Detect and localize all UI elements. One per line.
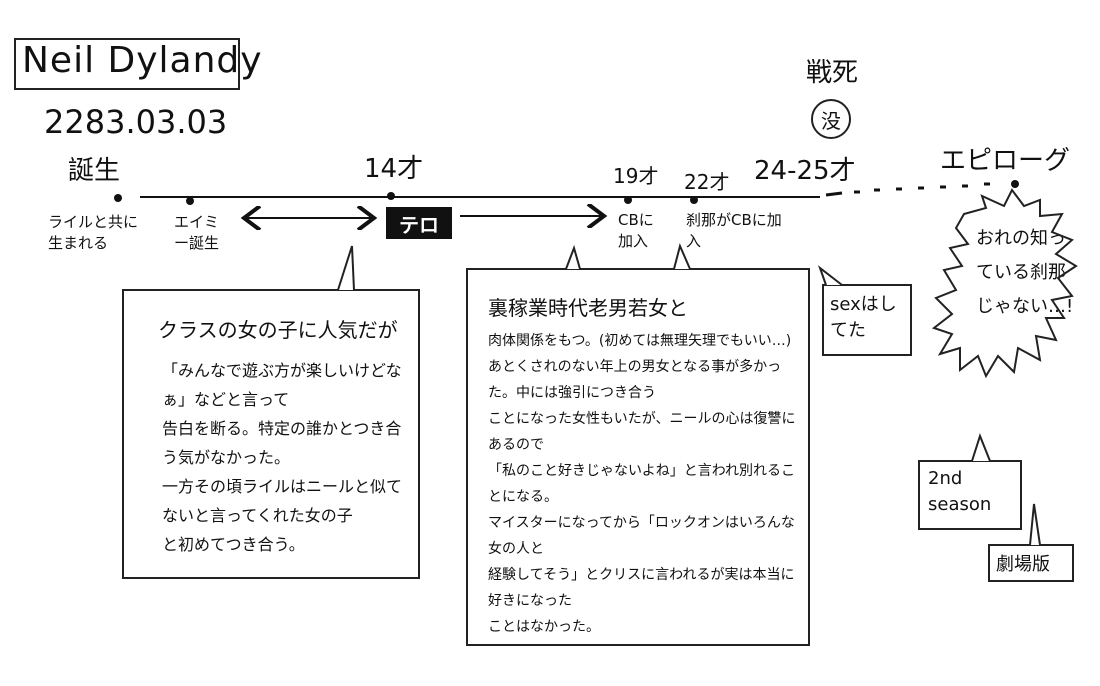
childhood-line: 「みんなで遊ぶ方が楽しいけどなぁ」などと言って: [162, 361, 402, 409]
name-box: [14, 38, 240, 90]
epilogue-label: エピローグ: [940, 146, 1071, 176]
event-terror: テロ: [386, 207, 452, 239]
underworld-note-box: [466, 268, 810, 646]
underworld-note-lines: 肉体関係をもつ。(初めては無理矢理でもいい…) あとくされのない年上の男女となる…: [488, 328, 802, 640]
childhood-note-lines: 「みんなで遊ぶ方が楽しいけどなぁ」などと言って 告白を断る。特定の誰かとつき合う…: [162, 356, 412, 559]
epilogue-bubble: [931, 188, 1078, 379]
underworld-line: 経験してそう」とクリスに言われるが実は本当に好きになった: [488, 567, 795, 609]
age-14-label: 14才: [364, 154, 424, 184]
underworld-line: ことになった女性もいたが、ニールの心は復讐にあるので: [488, 411, 796, 453]
childhood-note-title: クラスの女の子に人気だが: [158, 318, 398, 342]
childhood-note-box: [122, 289, 420, 579]
underworld-note-title: 裏稼業時代老男若女と: [488, 296, 688, 320]
sex-note: sexはしてた: [830, 294, 897, 341]
underworld-line: マイスターになってから「ロックオンはいろんな女の人と: [488, 515, 795, 557]
childhood-tail: [337, 245, 355, 291]
timeline-dot-amy: [186, 197, 194, 205]
sex-note-box: [822, 284, 912, 356]
birth-label: 誕生: [68, 156, 121, 186]
sex-tail: [817, 265, 843, 286]
timeline-dot-birth: [114, 194, 122, 202]
timeline-line: [140, 196, 820, 198]
second-season-note: 2nd season: [928, 468, 992, 515]
timeline-dot-epilogue: [1011, 180, 1019, 188]
childhood-line: 告白を断る。特定の誰かとつき合う気がなかった。: [162, 419, 402, 467]
underworld-line: あとくされのない年上の男女となる事が多かった。中には強引につき合う: [488, 359, 782, 401]
movie-box: [988, 544, 1074, 582]
age-19-label: 19才: [613, 164, 659, 188]
birth-date: 2283.03.03: [44, 103, 228, 141]
age-24-25-label: 24-25才: [754, 156, 856, 186]
epilogue-note: おれの知っている刹那じゃない…!: [976, 228, 1074, 317]
death-label: 戦死: [806, 58, 859, 88]
underworld-line: ことはなかった。: [488, 619, 600, 635]
timeline-dot-14: [387, 192, 395, 200]
underworld-line: 「私のこと好きじゃないよね」と言われ別れることになる。: [488, 463, 796, 505]
movie-tail: [1029, 503, 1041, 546]
timeline-dot-22: [690, 196, 698, 204]
movie-note: 劇場版: [996, 554, 1050, 575]
event-twin-birth: ライルと共に生まれる: [48, 213, 139, 252]
underworld-tail-a: [565, 244, 581, 270]
second-season-box: [918, 460, 1022, 530]
underworld-tail-b: [673, 242, 691, 270]
childhood-line: 一方その頃ライルはニールと似てないと言ってくれた女の子: [162, 477, 403, 525]
dotted-timeline: [825, 182, 990, 197]
event-join-cb: CBに加入: [618, 211, 654, 250]
underworld-line: 肉体関係をもつ。(初めては無理矢理でもいい…): [488, 333, 792, 349]
event-amy-birth: エイミー誕生: [174, 213, 220, 252]
season-tail: [971, 433, 991, 462]
timeline-dot-19: [624, 196, 632, 204]
event-setsuna-join: 刹那がCBに加入: [686, 211, 782, 250]
character-name: Neil Dylandy: [22, 40, 263, 81]
death-mark: 没: [811, 99, 851, 139]
childhood-line: と初めてつき合う。: [162, 535, 305, 554]
age-22-label: 22才: [684, 170, 730, 194]
